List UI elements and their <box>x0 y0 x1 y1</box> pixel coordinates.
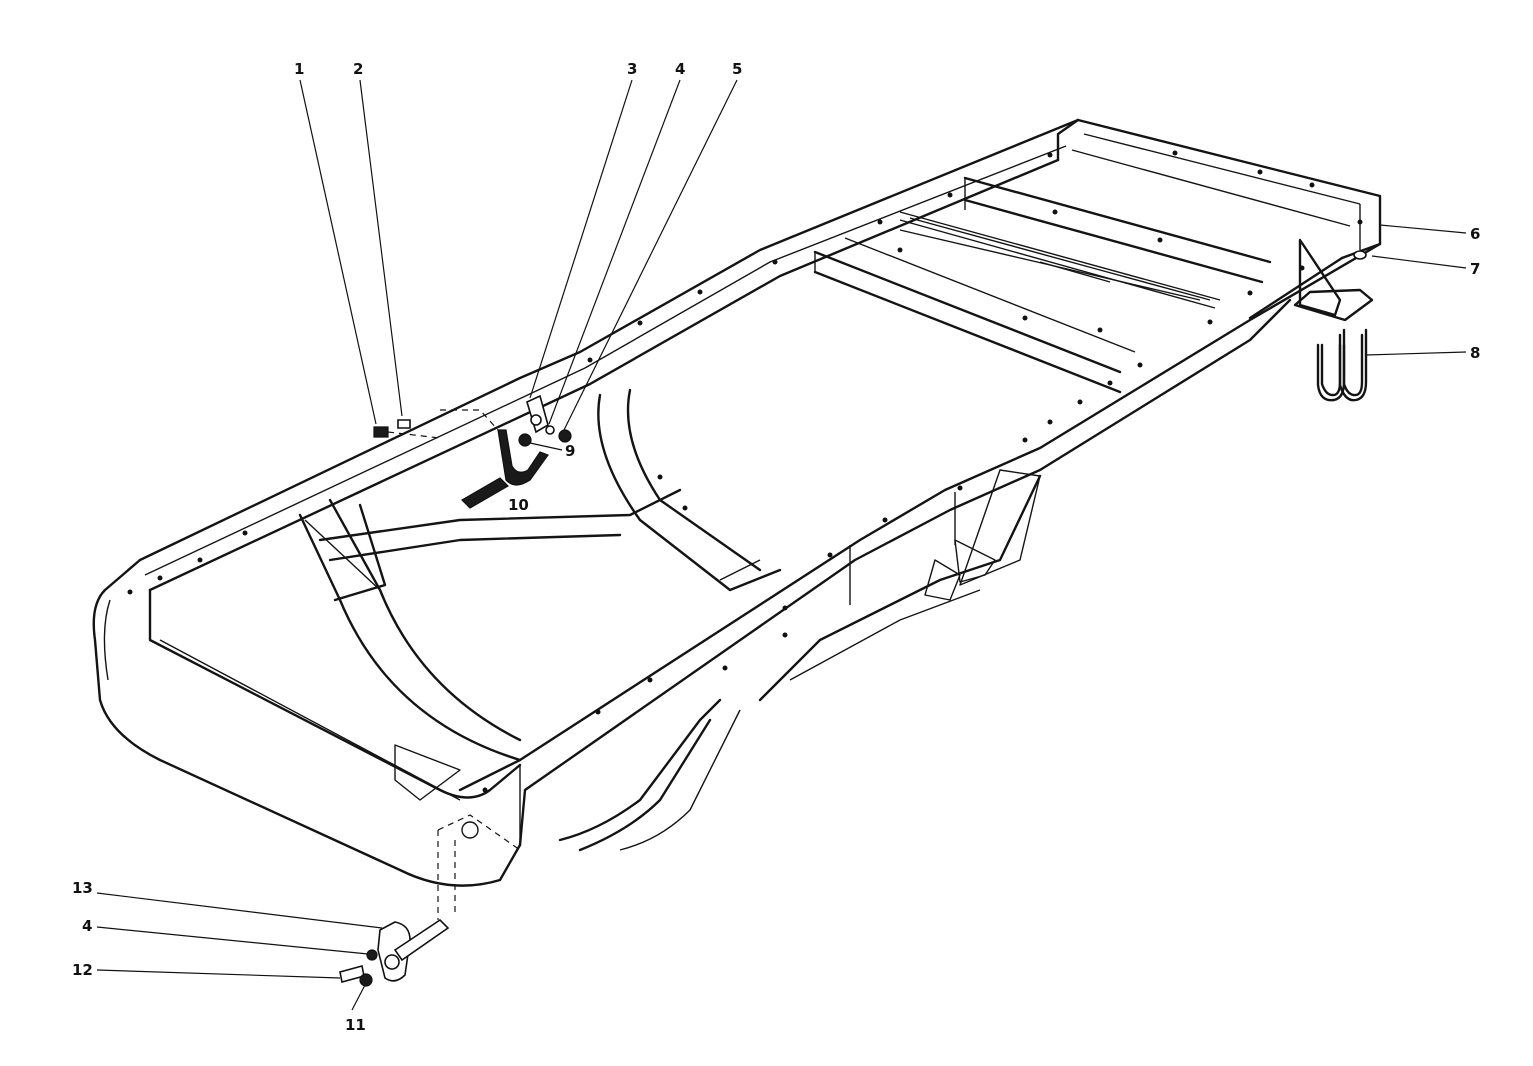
leader-6 <box>1379 224 1467 234</box>
callout-4: 4 <box>675 60 685 78</box>
callout-4-lower: 4 <box>82 917 92 935</box>
leader-5 <box>563 79 738 431</box>
callout-10: 10 <box>508 496 529 514</box>
leader-4 <box>548 79 681 425</box>
leader-3 <box>529 79 633 399</box>
part-7-bushing <box>1353 250 1367 260</box>
part-9-bushing <box>518 433 532 447</box>
callout-2: 2 <box>353 60 363 78</box>
part-3-bracket <box>526 394 549 434</box>
leader-13 <box>96 892 383 929</box>
callout-1: 1 <box>294 60 304 78</box>
chassis-frame-drawing <box>92 118 1382 987</box>
leader-8 <box>1365 351 1467 356</box>
leader-4b <box>96 926 369 955</box>
callout-7: 7 <box>1470 260 1480 278</box>
callout-13: 13 <box>72 879 93 897</box>
callout-8: 8 <box>1470 344 1480 362</box>
callout-5: 5 <box>732 60 742 78</box>
part-10-shackle <box>497 429 549 486</box>
part-5-nut <box>558 429 572 443</box>
callout-3: 3 <box>627 60 637 78</box>
leader-12 <box>96 969 341 979</box>
rivet-holes <box>127 150 1363 793</box>
leader-lines <box>96 79 1467 1011</box>
leader-2 <box>359 79 403 417</box>
leader-9 <box>529 442 563 451</box>
part-1-bolt-head <box>373 426 389 438</box>
part-4b-washer <box>366 949 378 961</box>
leader-7 <box>1371 255 1467 269</box>
part-4-washer <box>545 425 555 435</box>
callout-12: 12 <box>72 961 93 979</box>
part-13-pin <box>393 918 450 962</box>
callout-9: 9 <box>565 442 575 460</box>
part-11-nut <box>359 973 373 987</box>
leader-1 <box>299 79 377 425</box>
callout-11: 11 <box>345 1016 366 1034</box>
callout-labels: 1 2 3 4 5 6 7 8 9 10 13 4 12 11 <box>72 60 1480 1034</box>
callout-6: 6 <box>1470 225 1480 243</box>
part-2-screw <box>397 419 411 429</box>
part-8-ubolt-a <box>1316 328 1346 402</box>
part-8-ubolt-b <box>1338 328 1368 402</box>
leader-11 <box>351 984 366 1011</box>
